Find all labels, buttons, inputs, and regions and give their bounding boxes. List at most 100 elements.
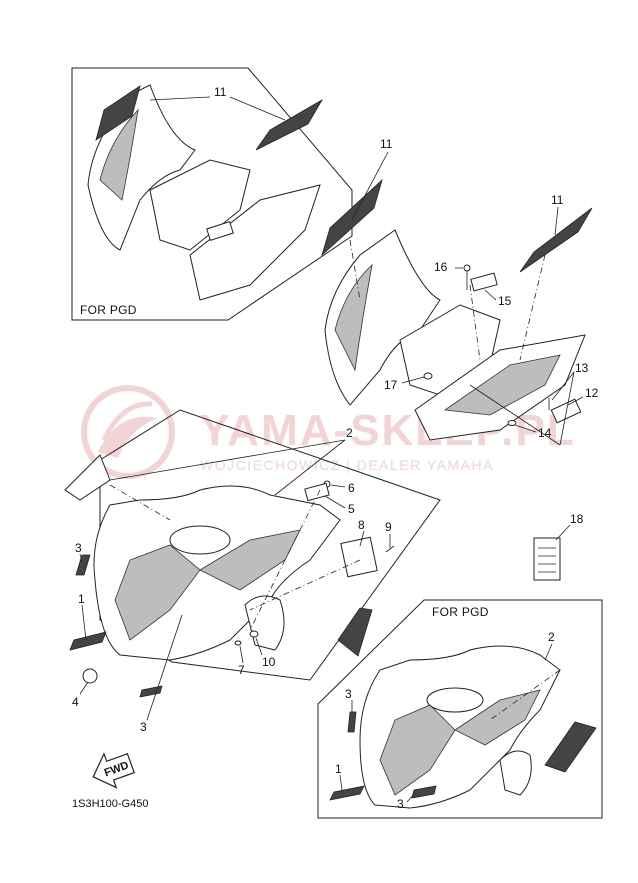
callout-18: 18 [570, 512, 584, 526]
lead-2b [544, 643, 553, 661]
callout-15: 15 [498, 294, 512, 308]
centerline-2 [109, 484, 171, 521]
callout-2a: 2 [346, 426, 353, 440]
callout-4: 4 [72, 695, 79, 709]
part-1b-emblem [329, 785, 365, 801]
bottom-pgd-frame [317, 599, 603, 819]
bottom-pgd-side-decal [544, 721, 597, 773]
watermark-logo-icon [81, 385, 175, 479]
part-1a-emblem [69, 631, 107, 651]
lead-2a [274, 439, 346, 496]
part-3a-decal [75, 554, 91, 576]
part-16-rivet [463, 264, 471, 272]
callout-11c: 11 [551, 193, 564, 207]
front-fender-wheelwell [244, 595, 285, 651]
callout-6: 6 [348, 481, 355, 495]
rear-fender-left-shade [334, 263, 373, 372]
part-8-label [340, 536, 378, 578]
top-right-assembly: 11 11 16 15 17 13 12 14 [321, 137, 599, 446]
centerline-8 [249, 559, 361, 611]
callout-16: 16 [434, 260, 448, 274]
rear-fender-right-shade [443, 354, 561, 416]
callout-3c: 3 [345, 687, 352, 701]
callout-8: 8 [358, 518, 365, 532]
part-3d-decal [411, 785, 437, 799]
part-17-clip [423, 372, 433, 380]
part-5-plate [304, 482, 330, 502]
bottom-pgd-graphic-right [454, 689, 541, 746]
bottom-pgd-box: FOR PGD 2 3 1 3 [317, 599, 603, 819]
lead-18 [555, 524, 571, 541]
lead-12 [567, 396, 584, 406]
lead-6 [330, 484, 346, 488]
lead-17 [401, 376, 425, 384]
callout-3d: 3 [397, 797, 404, 811]
callout-11b: 11 [380, 137, 393, 151]
part-3c-decal [347, 711, 357, 733]
lead-8 [359, 530, 365, 547]
callout-1a: 1 [78, 592, 85, 606]
decal-11-right [519, 207, 593, 273]
callout-9: 9 [385, 520, 392, 534]
centerline-11-right [519, 254, 546, 361]
bottom-pgd-label: FOR PGD [432, 605, 489, 619]
top-pgd-label: FOR PGD [80, 303, 137, 317]
top-pgd-decal-11-right [255, 98, 324, 151]
part-3b-decal [139, 685, 163, 698]
centerline-11-left [349, 239, 361, 301]
lead-14 [514, 424, 537, 433]
part-12-label [550, 398, 582, 424]
top-pgd-inner [149, 159, 251, 251]
bottom-pgd-wheelwell [499, 750, 532, 796]
lead-3d [406, 792, 416, 803]
decal-11-left [321, 178, 383, 257]
lead-13b [551, 371, 575, 401]
lead-11a-right [229, 96, 286, 121]
bottom-pgd-headlight [426, 687, 484, 713]
part-18-label [533, 537, 561, 581]
lead-4 [79, 681, 89, 695]
part-15-plate [470, 272, 498, 292]
centerline-5 [249, 489, 321, 631]
callout-14: 14 [538, 426, 552, 440]
lead-1a [81, 604, 87, 641]
lead-5 [324, 495, 346, 509]
lead-2a-b [109, 439, 346, 481]
callout-2b: 2 [548, 630, 555, 644]
lead-3a [79, 553, 83, 563]
fwd-arrow-icon: FWD [92, 752, 135, 789]
bottom-centerline [489, 669, 561, 721]
callout-13: 13 [575, 361, 589, 375]
part-7-clip [234, 640, 242, 646]
part-10-grommet [249, 630, 259, 638]
diagram-code: 1S3H100-G450 [72, 798, 148, 810]
callout-17: 17 [384, 378, 398, 392]
lead-1b [339, 774, 343, 791]
callout-1b: 1 [335, 762, 342, 776]
callout-12: 12 [585, 386, 599, 400]
lead-3b [146, 614, 183, 721]
part-9-screw [385, 545, 395, 553]
lead-10 [255, 637, 263, 656]
part-4-reflector [82, 668, 98, 684]
decal-2-top [64, 454, 111, 501]
part-14-grommet [507, 420, 517, 426]
top-pgd-frame [71, 67, 353, 321]
lead-7 [239, 645, 244, 664]
callout-7: 7 [238, 663, 245, 677]
top-pgd-plate [206, 220, 234, 242]
callout-10: 10 [262, 655, 276, 669]
lead-15 [484, 289, 497, 301]
top-pgd-box: 11 FOR PGD [71, 67, 353, 321]
front-fender-headlight [169, 525, 231, 555]
top-pgd-fender-right [189, 184, 321, 301]
watermark-subtitle: WOJCIECHOWICZ | DEALER YAMAHA [200, 457, 494, 473]
part-18-group: 18 [533, 512, 584, 581]
top-pgd-fender-shade [99, 108, 139, 201]
lead-11a-left [149, 96, 211, 101]
callout-5: 5 [348, 502, 355, 516]
lead-11c [554, 206, 559, 236]
main-assembly: 2 6 5 8 9 3 1 4 3 7 10 [64, 409, 441, 734]
main-frame [99, 409, 441, 681]
